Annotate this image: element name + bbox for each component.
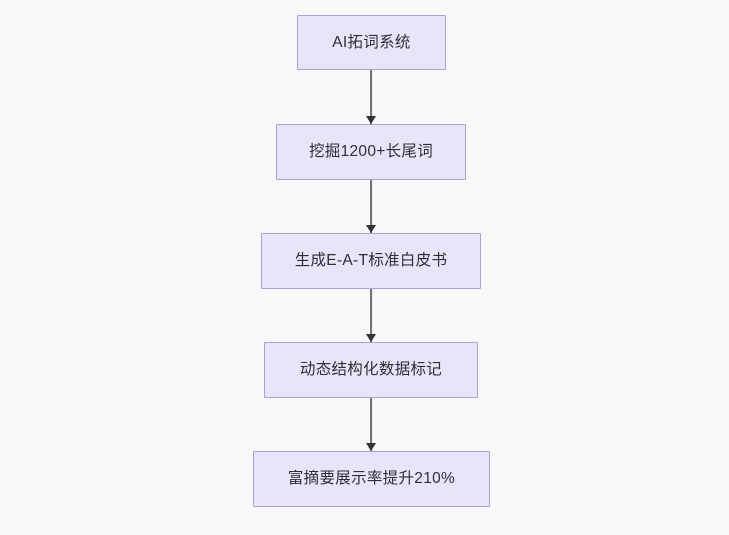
- edge-line: [370, 398, 372, 451]
- flow-node-label: 富摘要展示率提升210%: [287, 470, 456, 488]
- flow-node-label: AI拓词系统: [332, 33, 411, 51]
- flow-node-label: 生成E-A-T标准白皮书: [294, 252, 448, 270]
- edge-line: [370, 180, 372, 233]
- arrowhead-icon: [366, 224, 376, 233]
- flow-node-dynamic-structured-data[interactable]: 动态结构化数据标记: [264, 342, 478, 398]
- flow-node-label: 动态结构化数据标记: [299, 361, 443, 379]
- flow-node-generate-eat-whitepaper[interactable]: 生成E-A-T标准白皮书: [261, 233, 481, 289]
- flow-node-rich-snippet-uplift[interactable]: 富摘要展示率提升210%: [253, 451, 490, 507]
- flow-node-ai-keyword-system[interactable]: AI拓词系统: [297, 15, 446, 70]
- arrowhead-icon: [366, 333, 376, 342]
- flow-node-label: 挖掘1200+长尾词: [308, 143, 434, 161]
- edge-line: [370, 70, 372, 124]
- arrowhead-icon: [366, 442, 376, 451]
- edge-line: [370, 289, 372, 342]
- arrowhead-icon: [366, 115, 376, 124]
- flow-node-mine-longtail-keywords[interactable]: 挖掘1200+长尾词: [276, 124, 466, 180]
